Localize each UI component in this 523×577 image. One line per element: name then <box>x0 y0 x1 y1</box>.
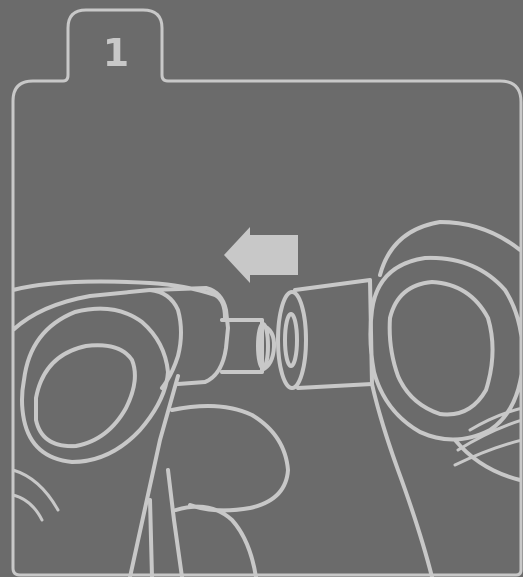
left-wrist-line-2 <box>168 470 182 577</box>
cap-opening-outer <box>278 292 306 388</box>
arrow-left-icon <box>224 227 298 283</box>
left-wrist-line-3 <box>150 500 152 577</box>
left-wrinkle <box>13 470 58 520</box>
left-wrist-line-1 <box>130 376 178 577</box>
step-number: 1 <box>103 31 129 75</box>
left-thumbnail <box>36 345 135 446</box>
step-frame <box>13 10 521 575</box>
left-finger-base <box>176 507 256 577</box>
syringe-body <box>152 288 228 384</box>
right-finger-lower <box>372 384 432 577</box>
cap-opening-inner <box>285 314 297 366</box>
right-thumbnail <box>390 282 493 415</box>
left-finger-lower <box>172 406 288 510</box>
